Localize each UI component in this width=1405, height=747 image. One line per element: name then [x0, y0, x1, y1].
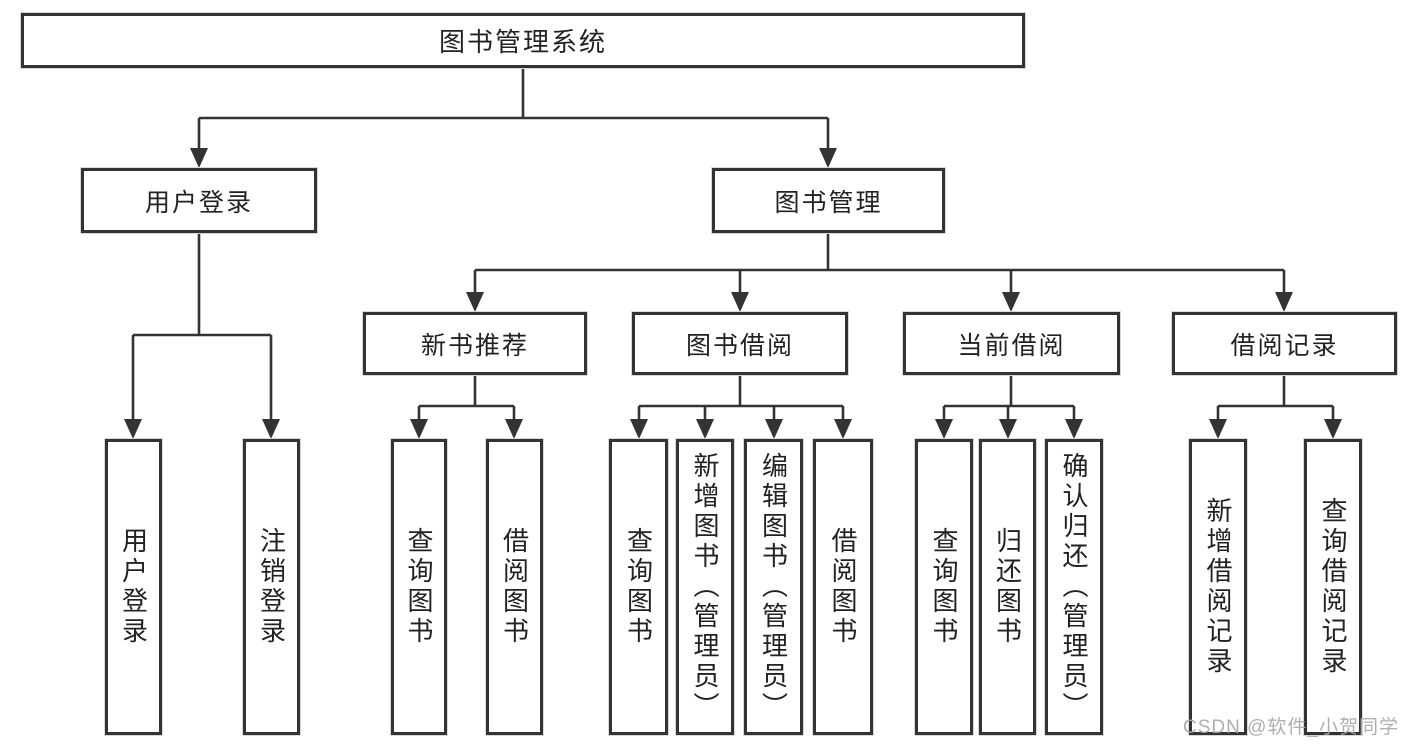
node-label: 查询图书: [929, 527, 959, 647]
node-label: 用户登录: [118, 527, 149, 647]
node-label: 借阅图书: [499, 527, 530, 647]
node-label: 借阅记录: [1230, 331, 1339, 360]
node-label: 借阅图书: [828, 527, 858, 647]
node-new-book-recommend: 新书推荐: [363, 312, 587, 375]
node-label: 图书借阅: [685, 331, 794, 360]
node-bb-edit-books-admin: 编辑图书（管理员）: [744, 439, 803, 735]
node-logout-leaf: 注销登录: [243, 439, 300, 735]
node-user-login: 用户登录: [81, 168, 317, 233]
node-br-add-record: 新增借阅记录: [1189, 439, 1247, 735]
node-bb-query-books: 查询图书: [609, 439, 668, 735]
node-nbr-query-books: 查询图书: [391, 439, 447, 735]
node-label: 新增借阅记录: [1203, 497, 1233, 677]
node-label: 新书推荐: [420, 331, 529, 360]
node-label: 新增图书（管理员）: [690, 452, 720, 722]
node-cb-query-books: 查询图书: [915, 439, 973, 735]
node-label: 当前借阅: [957, 331, 1066, 360]
node-br-query-record: 查询借阅记录: [1304, 439, 1362, 735]
node-label: 图书管理: [774, 188, 883, 217]
node-bb-add-books-admin: 新增图书（管理员）: [676, 439, 734, 735]
node-label: 编辑图书（管理员）: [758, 452, 789, 722]
csdn-watermark: CSDN @软件_小贺同学: [1183, 717, 1399, 738]
node-current-borrowing: 当前借阅: [903, 312, 1120, 375]
node-label: 图书管理系统: [438, 27, 607, 57]
node-label: 确认归还（管理员）: [1059, 452, 1089, 722]
node-user-login-leaf: 用户登录: [105, 439, 162, 735]
node-book-management: 图书管理: [712, 168, 945, 233]
arrowhead-icons: [124, 148, 1342, 439]
node-book-borrowing: 图书借阅: [632, 312, 848, 375]
node-label: 查询借阅记录: [1318, 497, 1348, 677]
node-library-management-system: 图书管理系统: [21, 13, 1025, 68]
node-nbr-borrow-books: 借阅图书: [486, 439, 543, 735]
node-label: 查询图书: [623, 527, 654, 647]
node-label: 归还图书: [992, 527, 1023, 647]
node-label: 用户登录: [144, 188, 253, 217]
node-label: 注销登录: [256, 527, 287, 647]
node-cb-confirm-return-admin: 确认归还（管理员）: [1045, 439, 1103, 735]
node-cb-return-books: 归还图书: [979, 439, 1036, 735]
node-borrowing-records: 借阅记录: [1172, 312, 1397, 375]
node-label: 查询图书: [404, 527, 434, 647]
node-bb-borrow-books: 借阅图书: [813, 439, 873, 735]
